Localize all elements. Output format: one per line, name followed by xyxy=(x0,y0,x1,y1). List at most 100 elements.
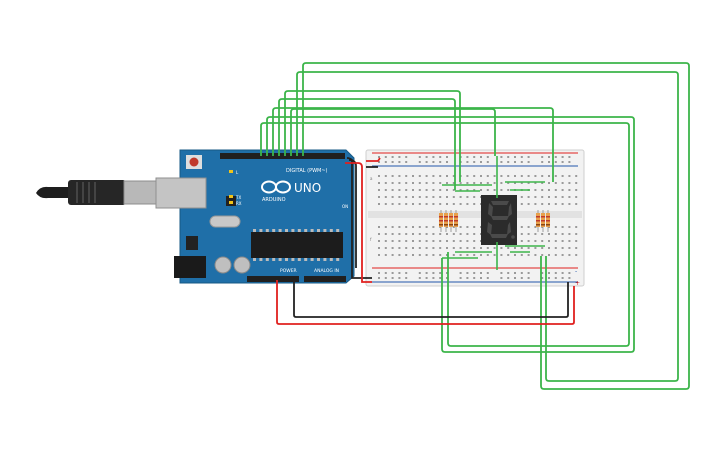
bb-hole xyxy=(412,189,414,191)
bb-hole xyxy=(548,175,550,177)
bb-hole xyxy=(486,161,489,163)
chip-pin xyxy=(265,258,269,261)
resistor xyxy=(454,210,458,232)
resistor-band xyxy=(454,216,458,218)
bb-hole xyxy=(561,272,564,274)
bb-hole xyxy=(378,156,380,158)
bb-hole xyxy=(561,254,564,256)
bb-hole xyxy=(384,226,387,228)
bb-hole xyxy=(425,196,428,198)
bb-hole xyxy=(575,189,578,191)
bb-hole xyxy=(534,203,537,205)
bb-hole xyxy=(541,189,544,191)
bb-hole xyxy=(412,254,414,256)
bb-hole xyxy=(480,272,482,274)
bb-hole xyxy=(575,247,578,249)
bb-hole xyxy=(534,226,537,228)
power-pin-header[interactable] xyxy=(247,276,299,282)
seven-segment-display[interactable] xyxy=(481,195,517,245)
bb-hole xyxy=(439,175,442,177)
bb-hole xyxy=(520,272,523,274)
resistor-band xyxy=(541,224,545,226)
bb-hole xyxy=(480,247,482,249)
bb-hole xyxy=(378,161,380,163)
bb-hole xyxy=(432,156,435,158)
bb-hole xyxy=(534,189,537,191)
bb-hole xyxy=(432,272,435,274)
bb-hole xyxy=(520,161,523,163)
bb-hole xyxy=(534,240,537,242)
bb-hole xyxy=(480,254,482,256)
bb-hole xyxy=(568,233,571,235)
on-label: ON xyxy=(342,204,348,209)
bb-hole xyxy=(452,240,455,242)
bb-hole xyxy=(554,240,557,242)
resistor-group[interactable] xyxy=(439,210,550,232)
arduino-uno-board[interactable]: UNO ARDUINO DIGITAL (PWM~) POWER ANALOG … xyxy=(155,149,355,284)
bb-hole xyxy=(398,226,401,228)
bb-hole xyxy=(541,203,544,205)
chip-pin xyxy=(336,229,340,232)
bb-hole xyxy=(548,161,550,163)
bb-hole xyxy=(480,161,482,163)
bb-hole xyxy=(432,203,435,205)
bb-hole xyxy=(405,277,408,279)
bb-hole xyxy=(459,277,462,279)
bb-hole xyxy=(568,182,571,184)
bb-hole xyxy=(391,247,394,249)
bb-hole xyxy=(418,226,421,228)
bb-hole xyxy=(575,203,578,205)
bb-hole xyxy=(391,196,394,198)
breadboard[interactable]: + - a f xyxy=(365,149,585,287)
bb-hole xyxy=(446,277,448,279)
bb-hole xyxy=(446,161,448,163)
bb-hole xyxy=(452,182,455,184)
chip-pin xyxy=(304,258,308,261)
signal-wires[interactable] xyxy=(260,62,690,390)
bb-hole xyxy=(378,272,380,274)
bb-hole xyxy=(459,182,462,184)
bb-hole xyxy=(568,254,571,256)
bb-hole xyxy=(384,233,387,235)
bb-hole xyxy=(398,247,401,249)
bb-hole xyxy=(500,189,503,191)
bb-hole xyxy=(418,156,421,158)
bb-hole xyxy=(520,233,523,235)
bb-hole xyxy=(568,156,571,158)
bb-hole xyxy=(561,277,564,279)
bb-hole xyxy=(527,240,530,242)
bb-hole xyxy=(391,233,394,235)
bb-hole xyxy=(527,175,530,177)
bb-hole xyxy=(548,156,550,158)
resistor-band xyxy=(454,224,458,226)
bb-hole xyxy=(493,182,496,184)
bb-hole xyxy=(548,272,550,274)
chip-pin xyxy=(329,258,333,261)
bb-hole xyxy=(473,226,476,228)
bb-hole xyxy=(439,277,442,279)
chip-pin xyxy=(304,229,308,232)
bb-hole xyxy=(493,189,496,191)
bb-hole xyxy=(439,247,442,249)
bb-hole xyxy=(432,182,435,184)
power-wires[interactable] xyxy=(276,157,575,325)
bb-hole xyxy=(561,182,564,184)
bb-hole xyxy=(500,161,503,163)
analog-pin-header[interactable] xyxy=(304,276,346,282)
bb-hole xyxy=(452,196,455,198)
chip-pin xyxy=(285,229,288,232)
bb-hole xyxy=(568,189,571,191)
bb-hole xyxy=(398,189,401,191)
bb-hole xyxy=(425,189,428,191)
bb-hole xyxy=(452,175,455,177)
bb-hole xyxy=(459,254,462,256)
bb-hole xyxy=(418,247,421,249)
digital-pin-header[interactable] xyxy=(220,153,345,159)
bb-hole xyxy=(534,247,537,249)
bb-hole xyxy=(473,272,476,274)
bb-hole xyxy=(466,240,469,242)
bb-hole xyxy=(398,277,401,279)
bb-hole xyxy=(548,233,550,235)
bb-hole xyxy=(425,182,428,184)
